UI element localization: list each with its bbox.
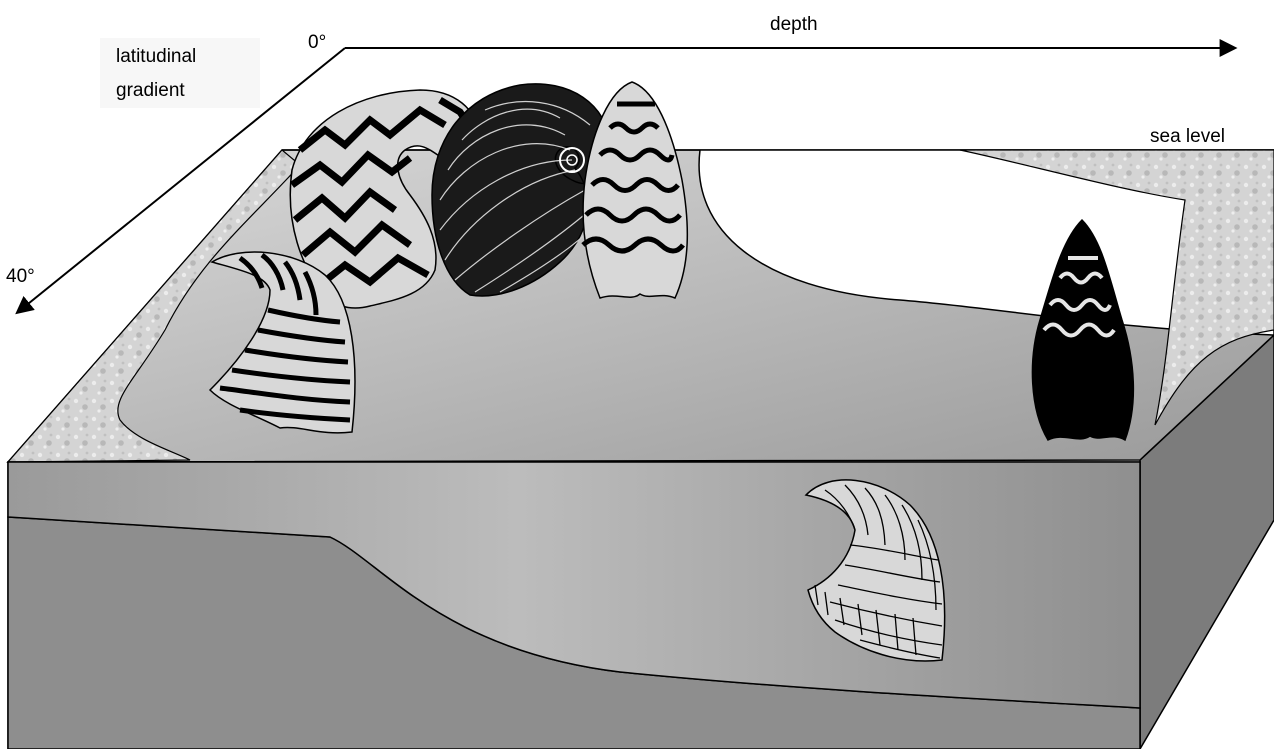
zero-degree-label: 0° [308, 32, 326, 53]
latitudinal-label-line2: gradient [116, 80, 185, 101]
sea-level-label: sea level [1150, 126, 1225, 147]
latitudinal-label-line1: latitudinal [116, 46, 196, 67]
depth-label: depth [770, 14, 818, 35]
forty-degree-label: 40° [6, 266, 35, 287]
